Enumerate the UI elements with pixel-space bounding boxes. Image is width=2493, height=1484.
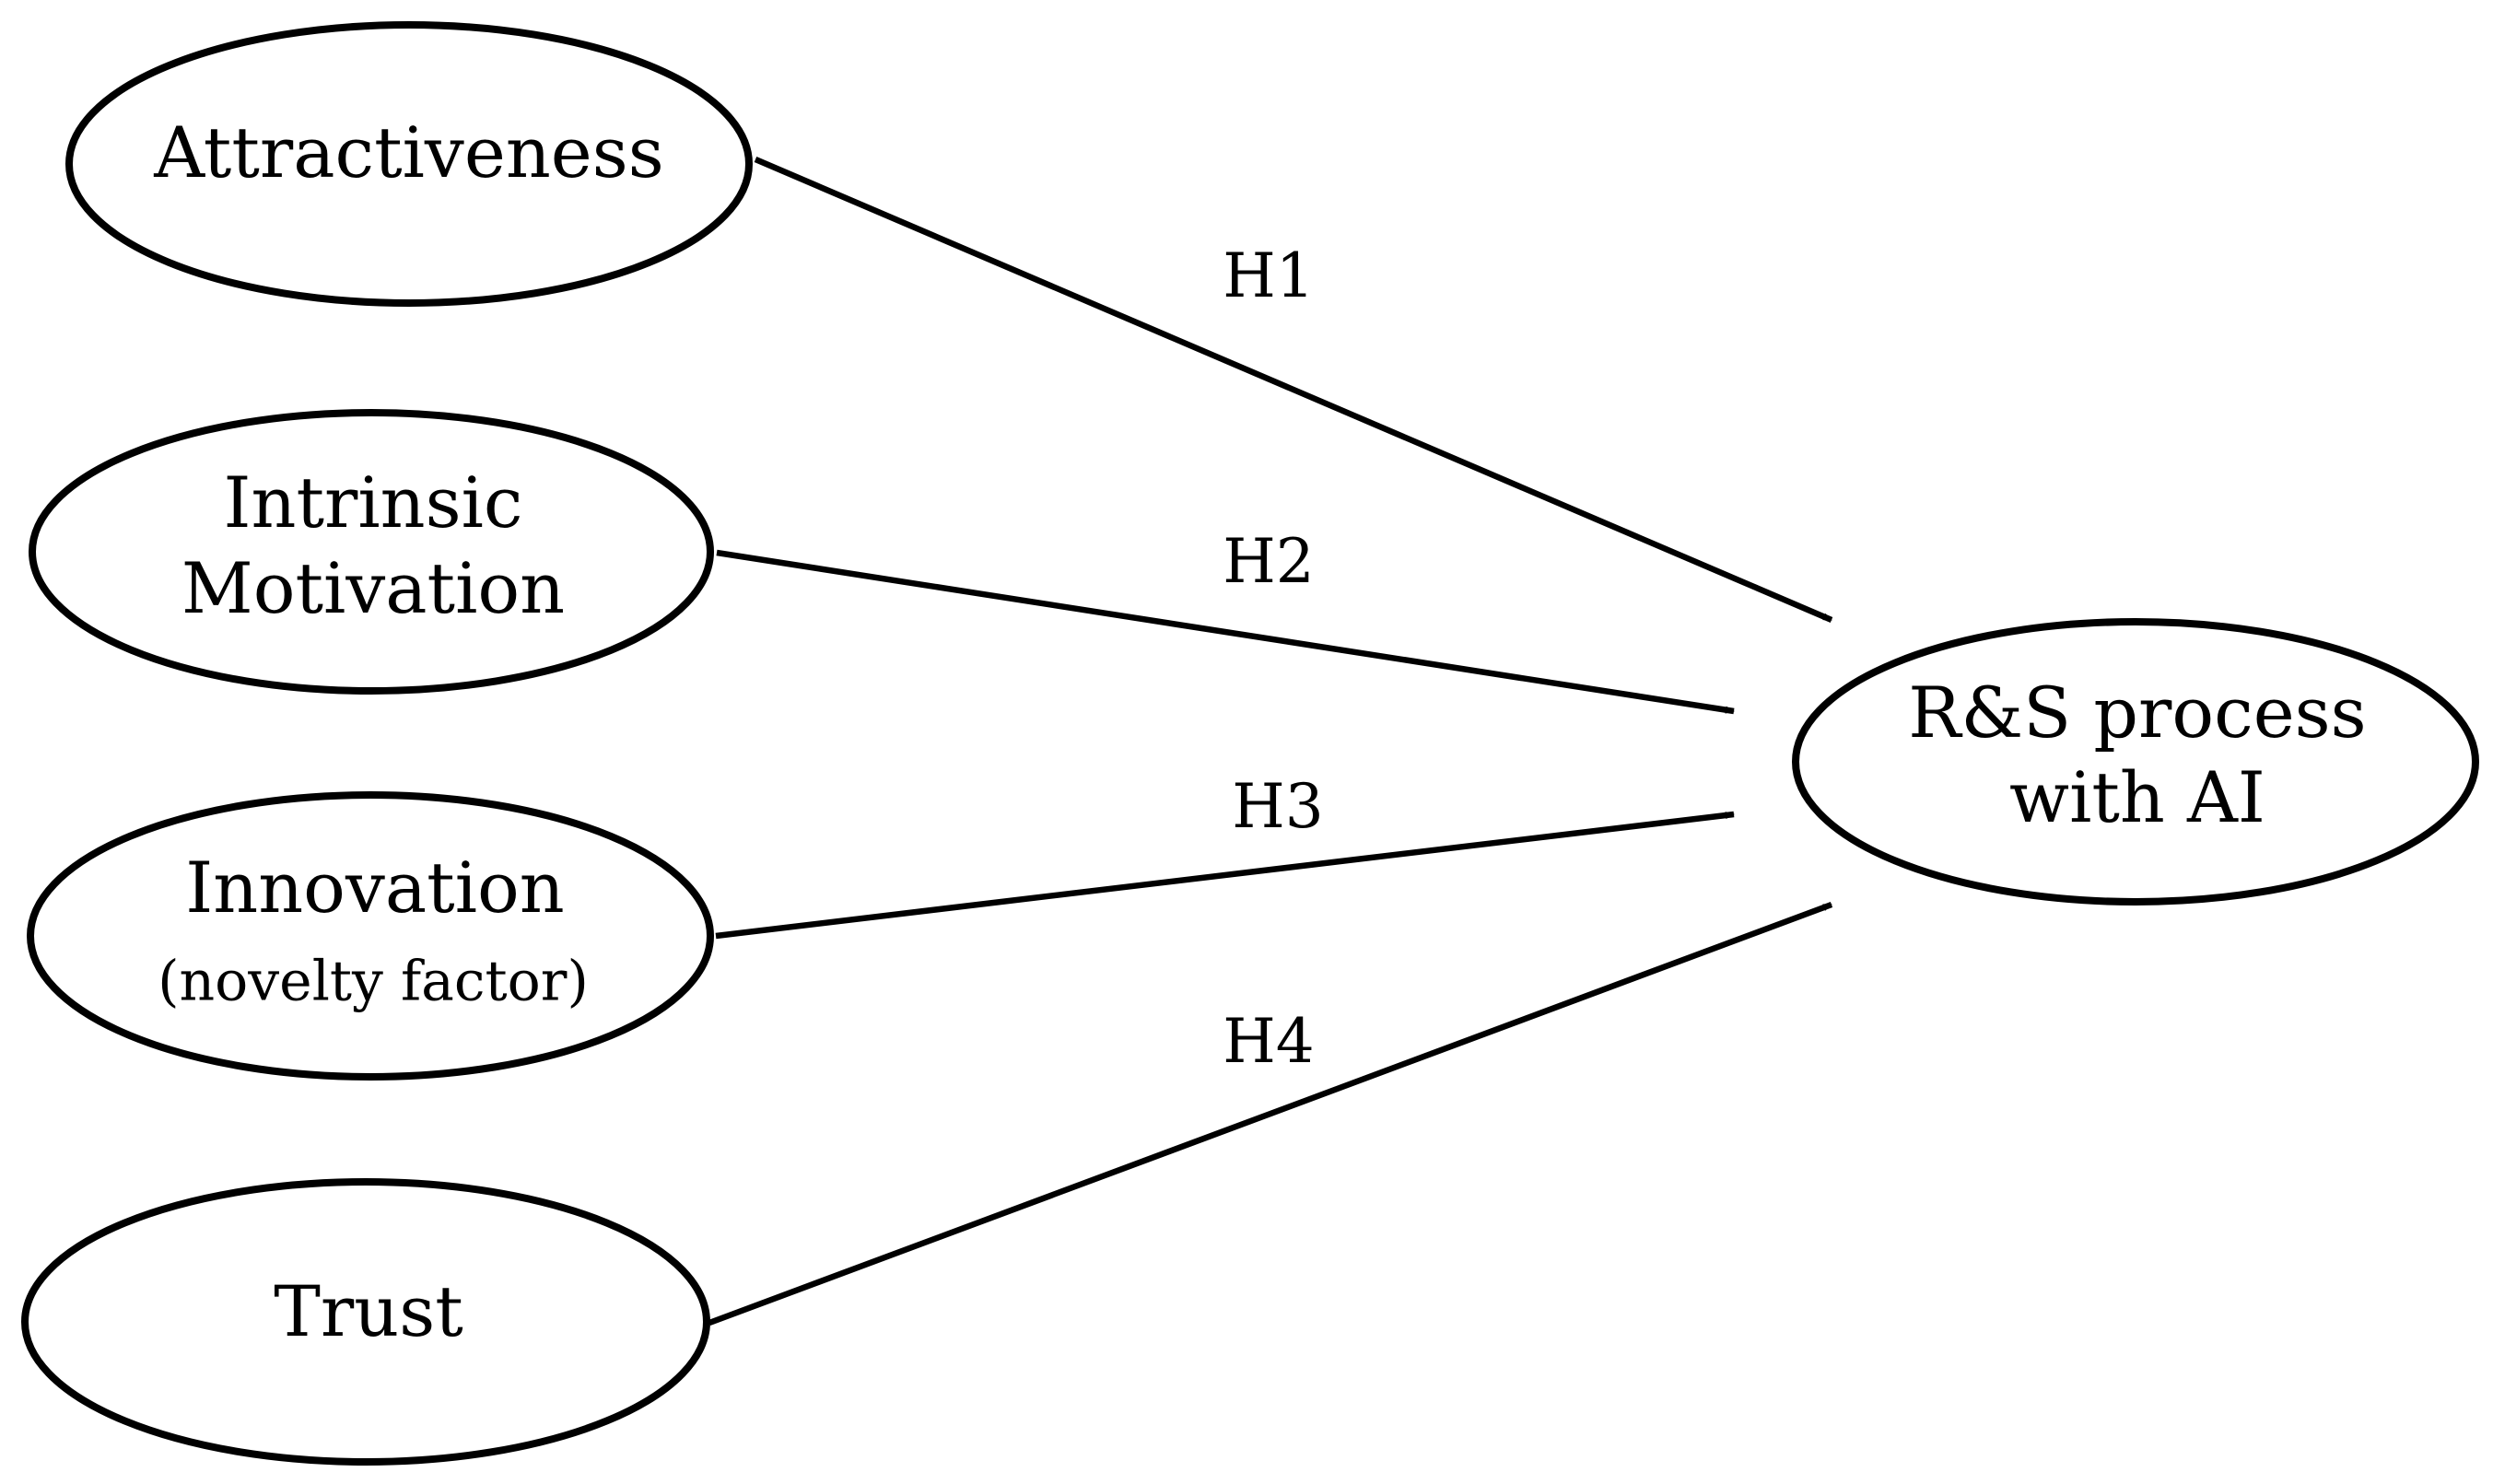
node-attractiveness-ellipse [65,21,753,307]
node-attractiveness: Attractiveness [65,21,753,307]
edge-h2-arrow [716,549,1735,715]
node-attractiveness-label: Attractiveness [153,111,664,193]
node-innovation-sublabel: (novelty factor) [158,950,589,1014]
edges: H1 H2 H3 H4 [708,157,1833,1326]
edge-label-h4: H4 [1223,1006,1315,1077]
edge-h3-arrow [715,811,1735,940]
edge-h4-arrow [708,901,1833,1326]
node-rs-process-label-line1: R&S process [1908,672,2366,754]
node-innovation: Innovation (novelty factor) [27,791,714,1081]
node-rs-process-label-line2: with AI [2009,756,2265,838]
node-intrinsic-motivation-label-line1: Intrinsic [224,462,523,543]
node-innovation-label: Innovation [185,847,564,929]
edge-label-h3: H3 [1232,771,1324,842]
node-rs-process: R&S process with AI [1792,618,2479,906]
node-trust-label: Trust [274,1270,463,1352]
edge-h1-arrow [754,157,1833,623]
node-trust-ellipse [21,1178,710,1466]
node-rs-process-ellipse [1792,618,2479,906]
edge-label-h1: H1 [1223,240,1315,311]
node-intrinsic-motivation: Intrinsic Motivation [29,409,714,695]
node-intrinsic-motivation-ellipse [29,409,714,695]
node-innovation-ellipse [27,791,714,1081]
node-trust: Trust [21,1178,710,1466]
node-intrinsic-motivation-label-line2: Motivation [181,547,565,629]
edge-label-h2: H2 [1223,526,1315,597]
